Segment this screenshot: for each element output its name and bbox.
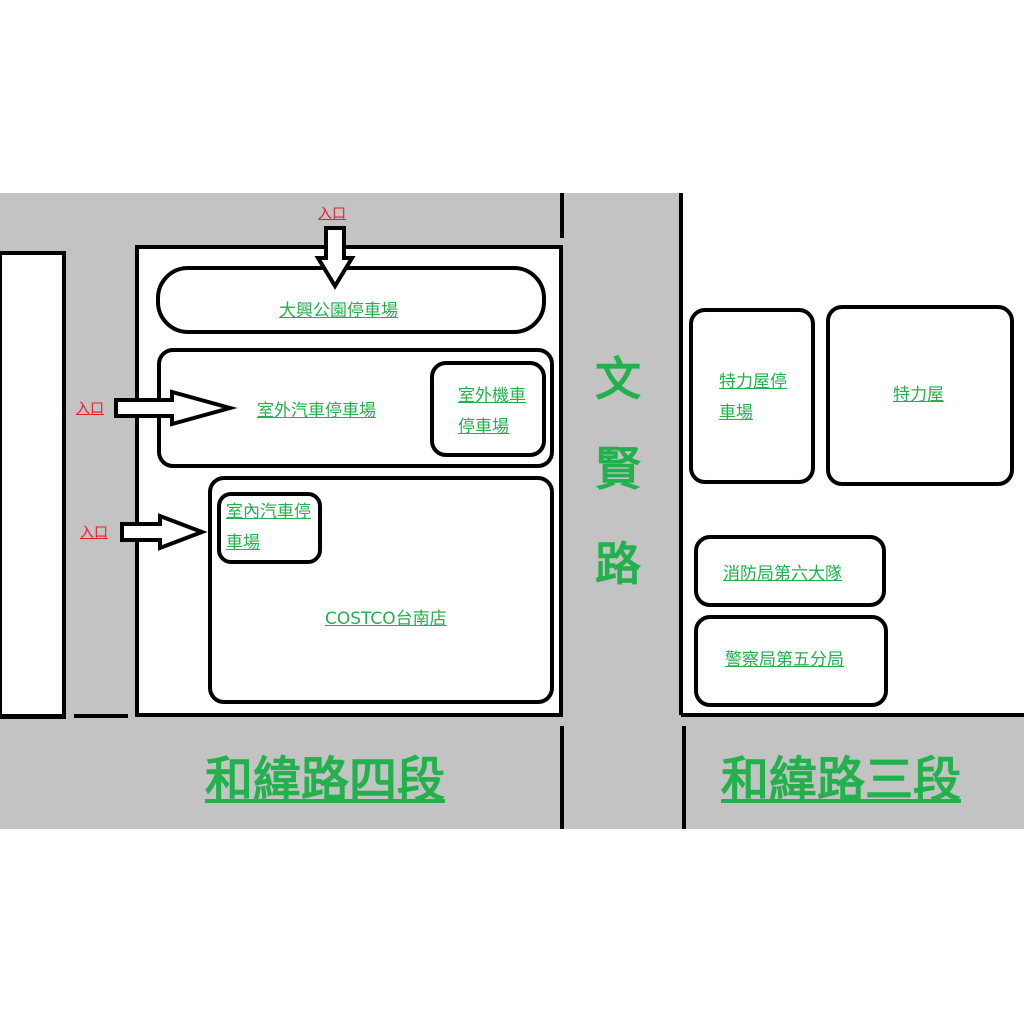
vertical-road-char-2: 賢 (595, 442, 641, 496)
outdoor-moto-lot-label-line2[interactable]: 停車場 (458, 417, 509, 437)
vertical-road-char-1: 文 (595, 352, 641, 406)
entrance-label-west-lower: 入口 (80, 525, 108, 541)
vertical-road-char-3: 路 (595, 537, 641, 591)
police-station-label[interactable]: 警察局第五分局 (725, 650, 844, 670)
outdoor-moto-lot-box (430, 361, 546, 457)
arrow-right-icon (120, 513, 208, 551)
rt-mart-lot-label-line1[interactable]: 特力屋停 (719, 372, 787, 392)
dashing-park-lot-box (156, 266, 546, 334)
rt-mart-label[interactable]: 特力屋 (893, 385, 944, 405)
indoor-car-lot-label-line1[interactable]: 室內汽車停 (226, 502, 311, 522)
arrow-down-icon (314, 226, 356, 290)
rt-mart-lot-box (689, 308, 815, 484)
road-label-south-west: 和緯路四段 (205, 752, 446, 808)
outdoor-car-lot-label[interactable]: 室外汽車停車場 (257, 401, 376, 421)
indoor-car-lot-box (217, 492, 322, 564)
fire-station-box (694, 535, 886, 607)
outdoor-moto-lot-label-line1[interactable]: 室外機車 (458, 386, 526, 406)
fire-station-label[interactable]: 消防局第六大隊 (723, 564, 842, 584)
dashing-park-lot-label[interactable]: 大興公園停車場 (279, 301, 398, 321)
arrow-right-icon (114, 389, 238, 427)
rt-mart-lot-label-line2[interactable]: 車場 (719, 403, 753, 423)
entrance-label-north: 入口 (318, 206, 346, 222)
block-left (0, 251, 66, 719)
road-label-south-east: 和緯路三段 (721, 752, 962, 808)
police-station-box (694, 615, 888, 707)
indoor-car-lot-label-line2[interactable]: 車場 (226, 533, 260, 553)
costco-label[interactable]: COSTCO台南店 (325, 609, 447, 629)
rt-mart-box (826, 305, 1014, 486)
entrance-label-west-upper: 入口 (76, 401, 104, 417)
